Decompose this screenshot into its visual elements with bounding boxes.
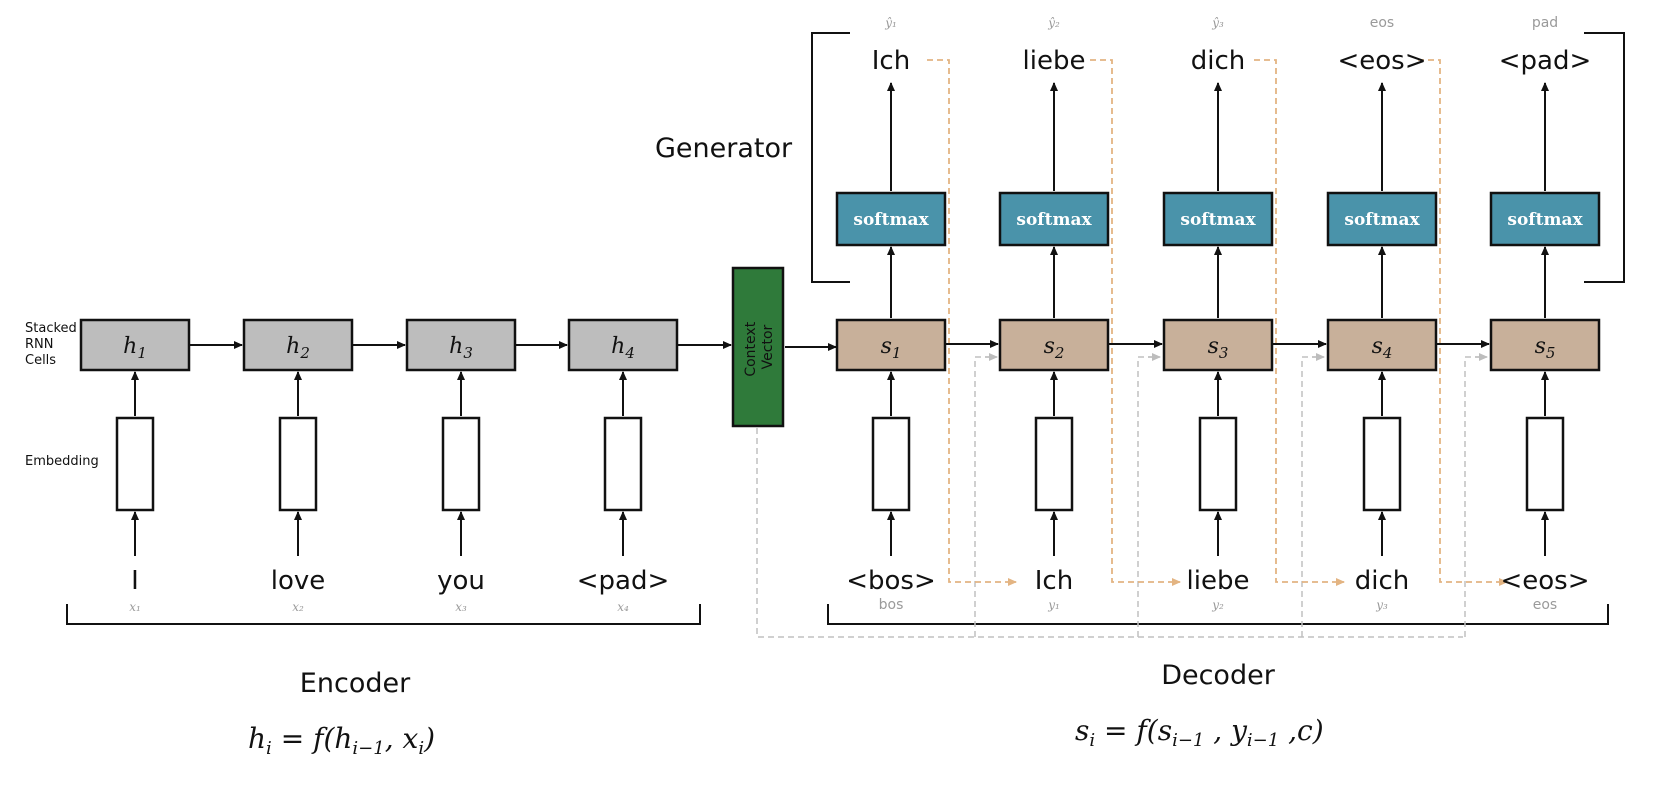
decoder-output-sub: ŷ₁ xyxy=(884,16,897,30)
encoder-label: Encoder xyxy=(300,668,411,699)
decoder-output-sub: ŷ₃ xyxy=(1211,16,1224,30)
decoder-input-sub: y₂ xyxy=(1211,598,1224,612)
encoder-cell-h4 xyxy=(567,318,679,372)
connector-lines xyxy=(756,59,1508,638)
decoder-cell-label: s1 xyxy=(881,334,902,362)
context-vector xyxy=(731,266,785,428)
decoder-input-sub: y₁ xyxy=(1047,598,1060,612)
decoder-label: Decoder xyxy=(1161,660,1276,691)
encoder-input-sub: x₃ xyxy=(455,600,467,614)
decoder-cell-s1 xyxy=(835,318,947,372)
embedding-label: Embedding xyxy=(25,454,99,469)
decoder-group: s1softmaxIchŷ₁<bos>boss2softmaxliebeŷ₂Ic… xyxy=(785,15,1601,613)
encoder-cell-label: h4 xyxy=(611,334,635,362)
decoder-output-token: dich xyxy=(1191,46,1246,76)
embedding-box xyxy=(441,416,481,512)
decoder-bracket xyxy=(827,604,1609,625)
generator-bracket-right xyxy=(1584,32,1625,283)
encoder-formula: hi = f(hi−1, xi) xyxy=(248,722,435,759)
embedding-box xyxy=(115,416,155,512)
encoder-input-token: love xyxy=(271,566,326,596)
softmax-label: softmax xyxy=(1344,210,1420,230)
decoder-cell-label: s4 xyxy=(1372,334,1393,362)
decoder-cell-label: s3 xyxy=(1208,334,1229,362)
embedding-box xyxy=(603,416,643,512)
encoder-input-sub: x₄ xyxy=(617,600,629,614)
encoder-cell-label: h3 xyxy=(449,334,473,362)
generator-label: Generator xyxy=(655,133,793,164)
decoder-input-token: Ich xyxy=(1035,566,1073,596)
decoder-output-sub: pad xyxy=(1532,15,1558,31)
decoder-formula: si = f(si−1 , yi−1 ,c) xyxy=(1075,714,1324,751)
encoder-cell-h2 xyxy=(242,318,354,372)
encoder-input-sub: x₁ xyxy=(129,600,141,614)
stacked-label-1: Stacked xyxy=(25,321,77,336)
stacked-label-2: RNN xyxy=(25,337,53,352)
decoder-cell-s3 xyxy=(1162,318,1274,372)
embedding-box xyxy=(278,416,318,512)
decoder-cell-s4 xyxy=(1326,318,1438,372)
encoder-input-token: you xyxy=(437,566,485,596)
softmax-label: softmax xyxy=(853,210,929,230)
softmax-label: softmax xyxy=(1016,210,1092,230)
decoder-input-token: <eos> xyxy=(1500,566,1589,596)
softmax-box xyxy=(1326,191,1438,247)
encoder-cell-label: h2 xyxy=(286,334,310,362)
softmax-label: softmax xyxy=(1180,210,1256,230)
encoder-input-sub: x₂ xyxy=(292,600,304,614)
encoder-cell-label: h1 xyxy=(123,334,147,362)
embedding-box xyxy=(1362,416,1402,512)
embedding-box xyxy=(1034,416,1074,512)
embedding-box xyxy=(1525,416,1565,512)
feedback-line xyxy=(1418,59,1508,586)
encoder-input-token: I xyxy=(131,566,139,596)
stacked-label-3: Cells xyxy=(25,353,56,368)
context-vector-label: Context Vector xyxy=(743,317,776,376)
softmax-box xyxy=(835,191,947,247)
embedding-box xyxy=(871,416,911,512)
generator-bracket-left xyxy=(811,32,850,283)
decoder-output-sub: eos xyxy=(1370,15,1394,31)
decoder-output-token: Ich xyxy=(872,46,910,76)
embedding-box xyxy=(1198,416,1238,512)
decoder-output-sub: ŷ₂ xyxy=(1047,16,1060,30)
softmax-label: softmax xyxy=(1507,210,1583,230)
decoder-input-token: liebe xyxy=(1187,566,1250,596)
decoder-output-token: liebe xyxy=(1023,46,1086,76)
encoder-cell-h3 xyxy=(405,318,517,372)
encoder-input-token: <pad> xyxy=(577,566,670,596)
decoder-cell-label: s2 xyxy=(1044,334,1065,362)
decoder-input-token: <bos> xyxy=(846,566,936,596)
softmax-box xyxy=(1489,191,1601,247)
encoder-cell-h1 xyxy=(79,318,191,372)
decoder-output-token: <pad> xyxy=(1499,46,1592,76)
decoder-input-sub: y₃ xyxy=(1375,598,1388,612)
decoder-input-sub: eos xyxy=(1533,597,1557,613)
decoder-input-sub: bos xyxy=(879,597,904,613)
decoder-input-token: dich xyxy=(1355,566,1410,596)
feedback-line xyxy=(1090,59,1181,586)
encoder-bracket xyxy=(66,604,701,625)
decoder-cell-s5 xyxy=(1489,318,1601,372)
feedback-line xyxy=(1254,59,1345,586)
context-feed-line xyxy=(756,356,1485,638)
decoder-output-token: <eos> xyxy=(1337,46,1426,76)
decoder-cell-label: s5 xyxy=(1535,334,1556,362)
softmax-box xyxy=(1162,191,1274,247)
softmax-box xyxy=(998,191,1110,247)
feedback-line xyxy=(927,59,1017,586)
